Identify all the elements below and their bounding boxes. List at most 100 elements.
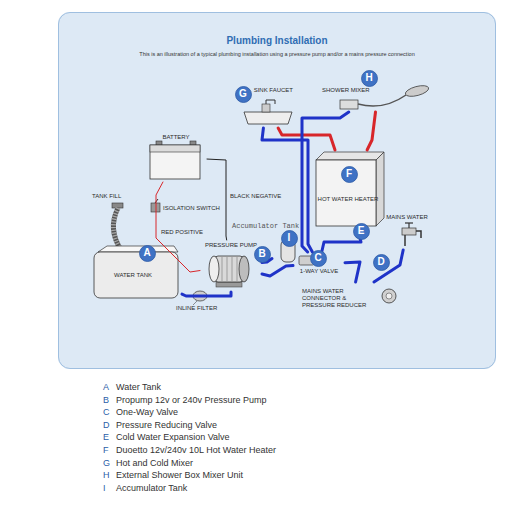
tank-fill-hose <box>112 203 123 250</box>
cold-pipe <box>262 128 312 252</box>
battery-drawing <box>150 145 200 179</box>
callout-letter: G <box>239 89 247 99</box>
cold-pipe <box>302 112 349 252</box>
part-label: INLINE FILTER <box>176 305 217 312</box>
key-letter-holder: A <box>103 382 109 392</box>
part-label: TANK FILL <box>92 193 121 200</box>
wire-label: BLACK NEGATIVE <box>229 193 282 200</box>
key-letter-holder: B <box>103 395 109 405</box>
key-letter: A <box>103 382 109 392</box>
pump-drawing <box>209 256 219 282</box>
pump-drawing <box>232 257 233 281</box>
part-label: 1-WAY VALVE <box>300 268 338 275</box>
subtitle: This is an illustration of a typical plu… <box>139 51 414 57</box>
key-text-holder: One-Way Valve <box>116 407 178 417</box>
key-text-holder: Duoetto 12v/240v 10L Hot Water Heater <box>116 445 276 455</box>
shower-drawing <box>404 84 430 99</box>
callout-circle: E <box>353 223 370 240</box>
callout-circle: F <box>341 166 358 183</box>
battery-drawing <box>150 145 200 152</box>
key-letter: C <box>103 407 110 417</box>
pump-drawing <box>222 257 223 281</box>
key-letter: E <box>103 432 109 442</box>
key-letter-holder: F <box>103 445 109 455</box>
callout-circle <box>373 254 389 270</box>
key-text: Water Tank <box>116 382 161 392</box>
wire-label-holder: BLACK NEGATIVE <box>229 193 282 200</box>
callout-circle <box>310 250 326 266</box>
cold-pipe <box>262 266 293 276</box>
callout-circle: H <box>361 70 378 87</box>
key-text: Cold Water Expansion Valve <box>116 432 230 442</box>
battery-drawing <box>150 141 200 179</box>
battery: BATTERY <box>145 133 207 182</box>
cold-pipe <box>374 250 403 282</box>
key-letter-holder: C <box>103 407 110 417</box>
heater-drawing <box>316 152 384 226</box>
key-text-holder: External Shower Box Mixer Unit <box>116 470 243 480</box>
callout-circle: D <box>373 254 390 271</box>
water-tank: WATER TANK <box>90 244 182 302</box>
mains-tap-drawing <box>416 231 421 238</box>
part-label-holder: TANK FILL <box>92 193 121 200</box>
sink-drawing <box>244 100 292 124</box>
sink-drawing <box>244 112 292 124</box>
mains-tap-drawing <box>405 222 413 223</box>
callout-circle: B <box>254 246 271 263</box>
hot-water-heater: HOT WATER HEATER <box>312 150 384 228</box>
pump-drawing <box>227 257 228 281</box>
wire-label-holder: RED POSITIVE <box>160 229 204 236</box>
sink-drawing <box>262 104 270 112</box>
key-text: Duoetto 12v/240v 10L Hot Water Heater <box>116 445 276 455</box>
callout-letter: A <box>143 248 150 258</box>
part-label: SHOWER MIXER <box>322 87 370 94</box>
callout-circle: I <box>281 230 298 247</box>
water-tank-drawing <box>98 246 178 252</box>
pump-drawing <box>216 282 242 287</box>
part-label-holder: ISOLATION SWITCH <box>163 205 220 212</box>
part-label: BATTERY <box>162 134 189 141</box>
cold-pipe <box>182 292 231 296</box>
part-label: ISOLATION SWITCH <box>163 205 220 212</box>
cold-pipe <box>345 262 360 282</box>
mains-connector: MAINS WATER CONNECTOR & PRESSURE REDUCER <box>300 282 405 310</box>
tank-fill-hose <box>112 203 123 208</box>
mains-tap-drawing <box>402 228 416 235</box>
sink-drawing <box>266 100 275 104</box>
key-letter-holder: I <box>103 483 106 493</box>
callout-letter: H <box>365 73 372 83</box>
callout-letter: E <box>358 226 365 236</box>
key-letter-holder: E <box>103 432 109 442</box>
part-label-holder: INLINE FILTER <box>176 305 217 312</box>
key-letter-holder: D <box>103 420 110 430</box>
callout-circle <box>254 246 270 262</box>
key-letter: G <box>103 458 110 468</box>
key-letter-holder: G <box>103 458 110 468</box>
tank-fill-hose <box>113 208 121 250</box>
positive-wire <box>156 182 200 272</box>
part-label: SINK FAUCET <box>254 87 293 94</box>
part-label: MAINS WATER CONNECTOR & PRESSURE REDUCER <box>302 288 380 309</box>
heater-drawing <box>316 160 376 226</box>
key-letter: H <box>103 470 110 480</box>
key-text-holder: Accumulator Tank <box>116 483 187 493</box>
shower-drawing <box>340 100 358 109</box>
key-text-holder: Hot and Cold Mixer <box>116 458 193 468</box>
key-text-holder: Cold Water Expansion Valve <box>116 432 230 442</box>
mains-water-tap: MAINS WATER <box>382 214 432 250</box>
key-letter: F <box>103 445 109 455</box>
connector-group <box>156 112 403 296</box>
key-letter: B <box>103 395 109 405</box>
key-text: Pressure Reducing Valve <box>116 420 217 430</box>
pressure-pump: PRESSURE PUMP <box>200 240 262 292</box>
callout-letter: I <box>288 233 291 243</box>
callout-letter: D <box>377 257 384 267</box>
title: Plumbing Installation <box>226 35 327 47</box>
callout-letter: F <box>346 169 352 179</box>
key-letter: I <box>103 483 106 493</box>
key-text: Hot and Cold Mixer <box>116 458 193 468</box>
heater-drawing <box>376 152 384 226</box>
mains-tap-drawing <box>404 235 406 246</box>
panel-ground <box>58 12 496 369</box>
